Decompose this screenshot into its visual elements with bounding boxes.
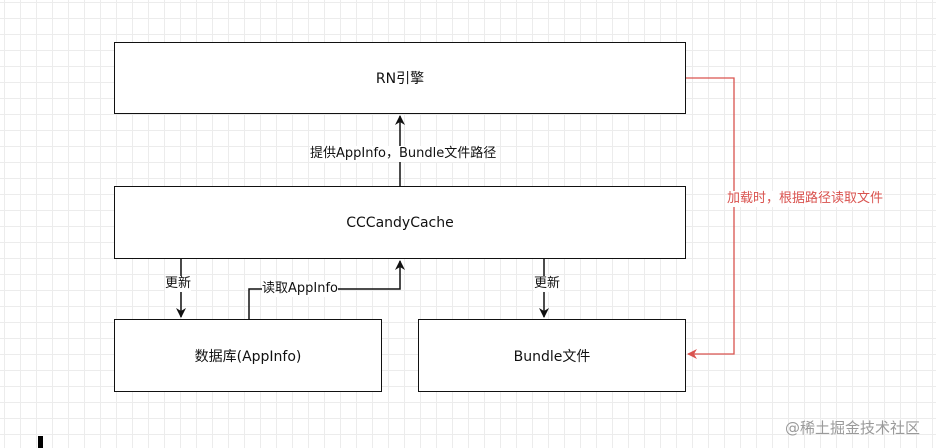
edge-label-read-appinfo: 读取AppInfo <box>262 281 339 297</box>
rn-engine-label: RN引擎 <box>375 71 425 87</box>
cache-label: CCCandyCache <box>346 214 454 231</box>
corner-mark <box>38 436 43 448</box>
bundle-file-label: Bundle文件 <box>513 348 591 365</box>
edge-label-update-bundle: 更新 <box>534 276 561 292</box>
cache-box: CCCandyCache <box>114 186 686 259</box>
watermark: @稀土掘金技术社区 <box>784 419 920 437</box>
edge-label-load-file: 加载时，根据路径读取文件 <box>727 191 884 207</box>
edge-label-update-db: 更新 <box>165 276 192 292</box>
edge-rn-to-bundle <box>686 77 735 359</box>
database-label: 数据库(AppInfo) <box>194 348 302 365</box>
edge-label-provide-appinfo: 提供AppInfo，Bundle文件路径 <box>310 146 497 162</box>
database-box: 数据库(AppInfo) <box>114 319 382 392</box>
bundle-file-box: Bundle文件 <box>418 319 686 392</box>
rn-engine-box: RN引擎 <box>114 42 686 114</box>
